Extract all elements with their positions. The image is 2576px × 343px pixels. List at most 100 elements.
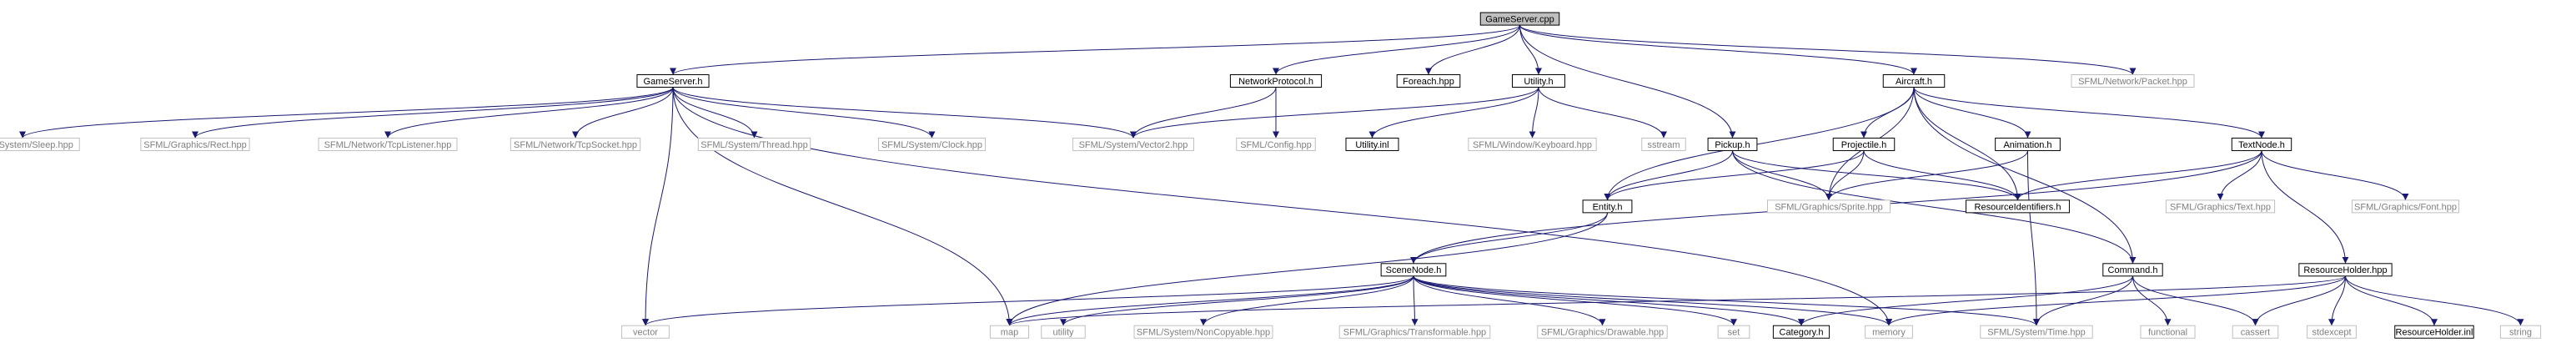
edge: [2261, 150, 2349, 264]
node-box: [877, 137, 987, 151]
node-utility-h[interactable]: Utility.h: [1512, 74, 1565, 88]
node-box: [989, 325, 1030, 339]
edge-scenenode-h-to-sfml-drawable: [1413, 275, 1606, 326]
edge: [1798, 275, 2133, 326]
edge-textnode-h-to-sfml-text: [2217, 150, 2262, 200]
node-label: SFML/Network/TcpListener.hpp: [324, 140, 452, 150]
node-category-h[interactable]: Category.h: [1772, 325, 1830, 339]
edge: [1913, 87, 2031, 139]
edge: [1529, 87, 1539, 139]
node-label: SFML/System/Sleep.hpp: [0, 140, 73, 150]
edge: [670, 24, 1520, 75]
node-cassert: cassert: [2232, 325, 2279, 339]
edge-projectile-h-to-sfml-sprite: [1825, 150, 1865, 200]
edge: [1368, 87, 1539, 139]
edge: [2345, 275, 2524, 326]
edge: [1519, 25, 1542, 75]
edge-utility-h-to-sstream: [1538, 87, 1667, 139]
edge-gameserver-h-to-sfml-rect: [192, 87, 674, 139]
edge: [2132, 275, 2172, 326]
edge-command-h-to-category-h: [1798, 275, 2133, 326]
edge: [642, 275, 1414, 326]
node-box: [2351, 199, 2460, 214]
node-resourceholder-inl[interactable]: ResourceHolder.inl: [2394, 325, 2474, 339]
edge-animation-h-to-sfml-time: [2027, 150, 2040, 326]
node-entity-h[interactable]: Entity.h: [1582, 199, 1633, 214]
node-sfml-font: SFML/Graphics/Font.hpp: [2351, 199, 2460, 214]
edge: [672, 87, 758, 139]
node-gameserver-h[interactable]: GameServer.h: [636, 74, 710, 88]
edge-utility-h-to-sfml-vector2: [1130, 87, 1539, 139]
node-box: [1772, 325, 1830, 339]
edge-networkprotocol-h-to-sfml-vector2: [1130, 87, 1277, 139]
edge: [1860, 87, 1915, 139]
node-label: vector: [633, 328, 658, 338]
node-label: ResourceHolder.hpp: [2303, 265, 2387, 275]
edge: [384, 87, 674, 139]
edge: [1519, 24, 1917, 75]
node-sstream: sstream: [1641, 137, 1686, 151]
node-sfml-clock: SFML/System/Clock.hpp: [877, 137, 987, 151]
node-label: map: [1001, 328, 1018, 338]
node-command-h[interactable]: Command.h: [2102, 263, 2163, 277]
node-label: SFML/System/NonCopyable.hpp: [1137, 328, 1270, 338]
node-box: [1072, 137, 1194, 151]
node-box: [2298, 263, 2393, 277]
edge-aircraft-h-to-resourceidentifiers-h: [1913, 87, 2021, 200]
edge-resourceholder-hpp-to-cassert: [2252, 275, 2346, 326]
node-box: [1537, 325, 1668, 339]
edge-gameserver-cpp-to-foreach-hpp: [1425, 25, 1520, 75]
edge-scenenode-h-to-memory: [1413, 275, 1892, 326]
node-resourceidentifiers-h[interactable]: ResourceIdentifiers.h: [1966, 199, 2070, 214]
node-resourceholder-hpp[interactable]: ResourceHolder.hpp: [2298, 263, 2393, 277]
node-label: SFML/System/Clock.hpp: [881, 140, 982, 150]
node-label: SFML/Graphics/Transformable.hpp: [1343, 328, 1486, 338]
node-foreach-hpp[interactable]: Foreach.hpp: [1396, 74, 1461, 88]
node-textnode-h[interactable]: TextNode.h: [2231, 137, 2292, 151]
edge: [1413, 275, 1892, 326]
node-animation-h[interactable]: Animation.h: [1995, 137, 2061, 151]
node-networkprotocol-h[interactable]: NetworkProtocol.h: [1229, 74, 1323, 88]
node-box: [2102, 263, 2163, 277]
node-box: [1380, 263, 1447, 277]
edge: [2132, 275, 2259, 326]
node-sfml-sleep: SFML/System/Sleep.hpp: [0, 137, 80, 151]
edge-scenenode-h-to-sfml-noncopyable: [1200, 275, 1414, 326]
edge: [1425, 25, 1520, 75]
node-utility-inl[interactable]: Utility.inl: [1345, 137, 1399, 151]
node-label: SFML/Config.hpp: [1240, 140, 1312, 150]
node-label: Projectile.h: [1841, 140, 1886, 150]
node-pickup-h[interactable]: Pickup.h: [1707, 137, 1758, 151]
node-box: [318, 137, 458, 151]
node-vector: vector: [621, 325, 670, 339]
edge: [1413, 275, 2040, 326]
node-label: GameServer.h: [644, 77, 703, 87]
edge: [1863, 150, 2021, 200]
edge: [2033, 275, 2133, 326]
edge-aircraft-h-to-command-h: [1913, 87, 2137, 264]
node-label: SFML/Graphics/Font.hpp: [2354, 202, 2457, 212]
node-label: SFML/Graphics/Rect.hpp: [143, 140, 247, 150]
node-label: SFML/System/Thread.hpp: [700, 140, 807, 150]
node-projectile-h[interactable]: Projectile.h: [1832, 137, 1896, 151]
node-sfml-noncopyable: SFML/System/NonCopyable.hpp: [1133, 325, 1273, 339]
edge: [2345, 275, 2438, 326]
node-sfml-transformable: SFML/Graphics/Transformable.hpp: [1338, 325, 1491, 339]
node-set: set: [1717, 325, 1750, 339]
edge-gameserver-h-to-memory: [672, 87, 1892, 326]
edge: [1538, 87, 1667, 139]
edge-resourceholder-hpp-to-stdexcept: [2328, 275, 2346, 326]
edge-command-h-to-sfml-time: [2033, 275, 2133, 326]
node-scenenode-h[interactable]: SceneNode.h: [1380, 263, 1447, 277]
edge-resourceholder-hpp-to-map: [1006, 275, 2346, 326]
edge: [1732, 150, 2021, 201]
edge: [1410, 212, 1608, 264]
node-sfml-text: SFML/Graphics/Text.hpp: [2165, 199, 2276, 214]
node-gameserver-cpp[interactable]: GameServer.cpp: [1479, 12, 1560, 26]
edge: [1913, 87, 2137, 264]
edge-resourceholder-hpp-to-string: [2345, 275, 2524, 326]
node-sfml-drawable: SFML/Graphics/Drawable.hpp: [1537, 325, 1668, 339]
node-label: Utility.inl: [1355, 140, 1388, 150]
node-box: [1865, 325, 1913, 339]
node-aircraft-h[interactable]: Aircraft.h: [1882, 74, 1946, 88]
